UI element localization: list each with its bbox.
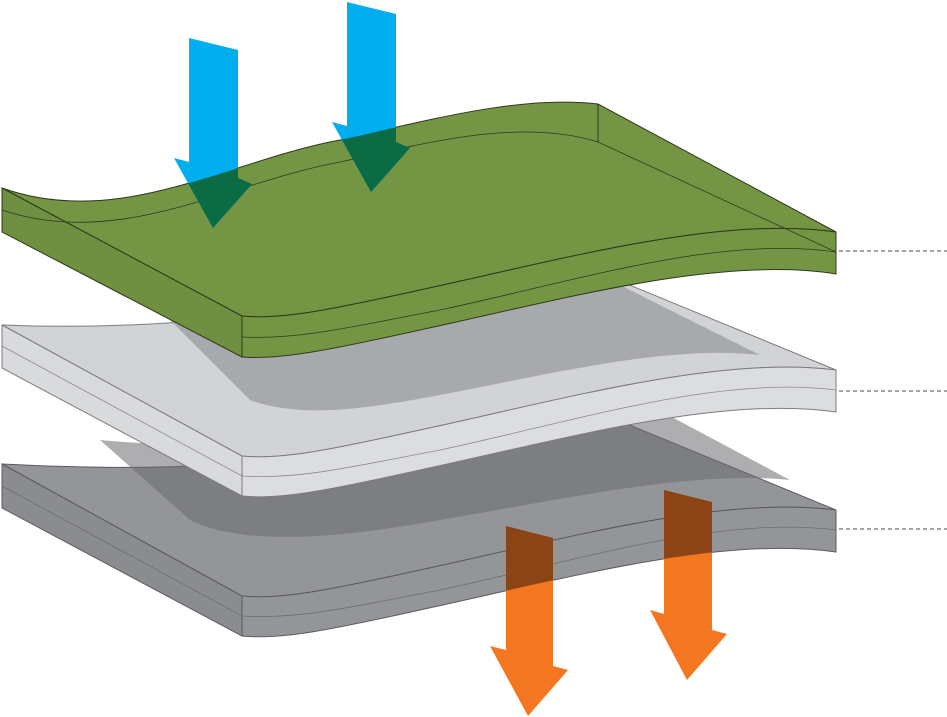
top-layer — [1, 101, 837, 358]
top-layer-mid-line — [1, 131, 837, 253]
leader-lines — [818, 250, 947, 530]
middle-layer-mid-line — [1, 345, 837, 478]
bottom-layer — [1, 397, 837, 638]
top-layer-seam — [241, 247, 837, 338]
bottom-layer-shadow — [100, 397, 790, 537]
bottom-layer-mid-line — [1, 485, 837, 618]
outbound-arrows — [490, 490, 727, 716]
middle-layer-side-face — [241, 366, 837, 498]
middle-layer — [1, 270, 837, 498]
inbound-arrow-right-overlap — [332, 102, 410, 192]
inbound-arrows — [174, 2, 410, 228]
top-layer-side-face — [241, 227, 837, 358]
